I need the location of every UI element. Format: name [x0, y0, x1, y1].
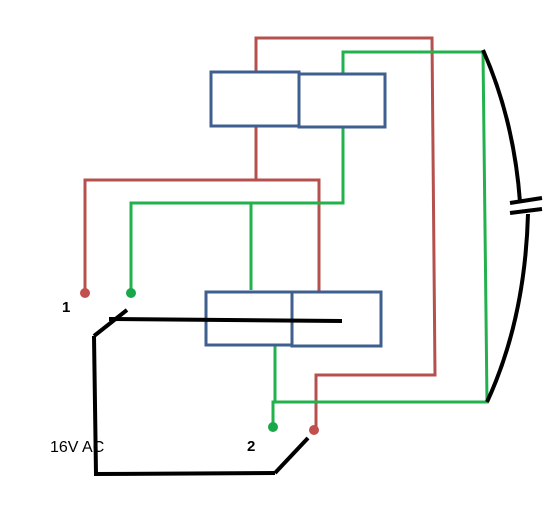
capacitor-plate-bottom: [509, 207, 543, 215]
capacitor-plate-top: [509, 196, 543, 205]
power-supply-label: 16V AC: [50, 439, 105, 456]
switch-1-label: 1: [62, 299, 71, 316]
switch-2-lever: [273, 436, 310, 475]
terminal-2-green: [268, 422, 278, 432]
horizontal-bar-through-lower-box: [108, 317, 343, 323]
terminal-2-red: [309, 425, 319, 435]
green-wire-upper-loop: [271, 50, 489, 425]
terminal-1-green: [126, 288, 136, 298]
terminal-1-red: [80, 288, 90, 298]
red-wires: [83, 36, 437, 430]
green-wires: [129, 50, 489, 425]
upper-box-right: [297, 72, 387, 129]
switch-1-lever: [92, 308, 129, 338]
ac-supply-wire: [92, 335, 276, 477]
capacitor-lower-plate-curve: [485, 213, 530, 403]
terminals: [80, 288, 319, 435]
red-wire-to-terminal-1: [83, 178, 256, 293]
green-wire-to-terminal-1: [129, 126, 345, 293]
capacitor-upper-plate-curve: [481, 49, 522, 203]
upper-box-left: [209, 70, 301, 128]
red-wire-center-to-lower-box: [254, 126, 321, 292]
black-wires: [92, 49, 543, 477]
red-wire-upper-loop: [254, 36, 437, 430]
upper-double-box: [209, 70, 387, 129]
switch-2-label: 2: [247, 438, 256, 455]
